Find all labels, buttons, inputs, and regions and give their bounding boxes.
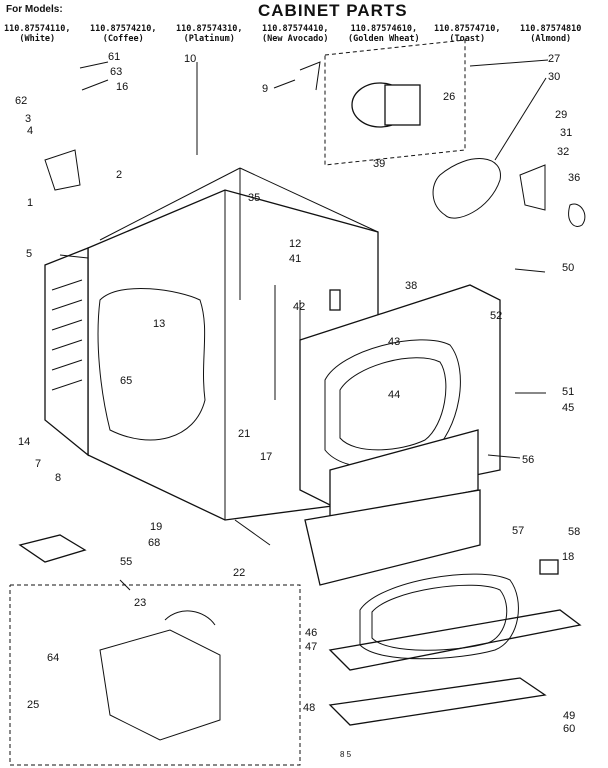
page-title: CABINET PARTS	[258, 1, 408, 20]
callout-47: 47	[305, 641, 317, 653]
callout-62: 62	[15, 95, 27, 107]
callout-23: 23	[134, 597, 146, 609]
model-color: (Platinum)	[183, 34, 235, 44]
callout-52: 52	[490, 310, 502, 322]
callout-61: 61	[108, 51, 120, 63]
page-header: For Models: CABINET PARTS	[0, 0, 608, 48]
callout-17: 17	[260, 451, 272, 463]
callout-27: 27	[548, 53, 560, 65]
callout-7: 7	[35, 458, 41, 470]
callout-56: 56	[522, 454, 534, 466]
callout-58: 58	[568, 526, 580, 538]
callout-13: 13	[153, 318, 165, 330]
model-entry: 110.87574610, (Golden Wheat)	[348, 24, 420, 44]
callout-3: 3	[25, 113, 31, 125]
model-color: (Almond)	[530, 34, 572, 44]
callout-36: 36	[568, 172, 580, 184]
callout-41: 41	[289, 253, 301, 265]
callout-32: 32	[557, 146, 569, 158]
callout-42: 42	[293, 301, 305, 313]
callout-60: 60	[563, 723, 575, 735]
callout-29: 29	[555, 109, 567, 121]
callout-43: 43	[388, 336, 400, 348]
callout-1: 1	[27, 197, 33, 209]
callout-45: 45	[562, 402, 574, 414]
callout-25: 25	[27, 699, 39, 711]
callout-57: 57	[512, 525, 524, 537]
model-entry: 110.87574310, (Platinum)	[176, 24, 243, 44]
callout-5: 5	[26, 248, 32, 260]
callout-30: 30	[548, 71, 560, 83]
for-models-label: For Models:	[6, 4, 63, 15]
callout-39: 39	[373, 158, 385, 170]
model-color: (Golden Wheat)	[348, 34, 420, 44]
model-number: 110.87574410,	[262, 24, 329, 34]
callout-51: 51	[562, 386, 574, 398]
callout-21: 21	[238, 428, 250, 440]
callout-65: 65	[120, 375, 132, 387]
callout-18: 18	[562, 551, 574, 563]
door-assembly	[304, 489, 582, 726]
model-color: (New Avocado)	[262, 34, 329, 44]
callout-12: 12	[289, 238, 301, 250]
callout-38: 38	[405, 280, 417, 292]
callout-48: 48	[303, 702, 315, 714]
motor-assembly	[324, 39, 466, 166]
callout-9: 9	[262, 83, 268, 95]
model-entry: 110.87574710, (Toast)	[434, 24, 501, 44]
callout-16: 16	[116, 81, 128, 93]
model-number: 110.87574110,	[4, 24, 71, 34]
model-number: 110.87574310,	[176, 24, 243, 34]
callout-31: 31	[560, 127, 572, 139]
model-entry: 110.87574410, (New Avocado)	[262, 24, 329, 44]
callout-10: 10	[184, 53, 196, 65]
callout-14: 14	[18, 436, 30, 448]
callout-2: 2	[116, 169, 122, 181]
model-number: 110.87574810	[520, 24, 582, 34]
model-number: 110.87574210,	[90, 24, 157, 34]
callout-55: 55	[120, 556, 132, 568]
model-color: (Toast)	[449, 34, 486, 44]
callout-49: 49	[563, 710, 575, 722]
model-color: (White)	[19, 34, 56, 44]
callout-44: 44	[388, 389, 400, 401]
model-entry: 110.87574810 (Almond)	[520, 24, 581, 44]
leader-lines	[59, 59, 549, 591]
callout-68: 68	[148, 537, 160, 549]
callout-19: 19	[150, 521, 162, 533]
model-color: (Coffee)	[102, 34, 144, 44]
callout-4: 4	[27, 125, 33, 137]
model-number: 110.87574710,	[434, 24, 501, 34]
side-panel	[44, 247, 89, 457]
diagram-code: 8 5	[340, 750, 352, 759]
callout-26: 26	[443, 91, 455, 103]
callout-64: 64	[47, 652, 59, 664]
callout-labels: 61 63 62 16 3 4 1 10 9 27 30 26 29 31 32…	[15, 51, 580, 735]
callout-35: 35	[248, 192, 260, 204]
callout-22: 22	[233, 567, 245, 579]
callout-50: 50	[562, 262, 574, 274]
model-number: 110.87574610,	[350, 24, 418, 34]
model-entry: 110.87574110, (White)	[4, 24, 71, 44]
small-parts	[18, 61, 586, 575]
model-entry: 110.87574210, (Coffee)	[90, 24, 157, 44]
callout-8: 8	[55, 472, 61, 484]
callout-63: 63	[110, 66, 122, 78]
control-parts-box	[9, 584, 301, 766]
drum-belt	[432, 158, 501, 219]
callout-46: 46	[305, 627, 317, 639]
